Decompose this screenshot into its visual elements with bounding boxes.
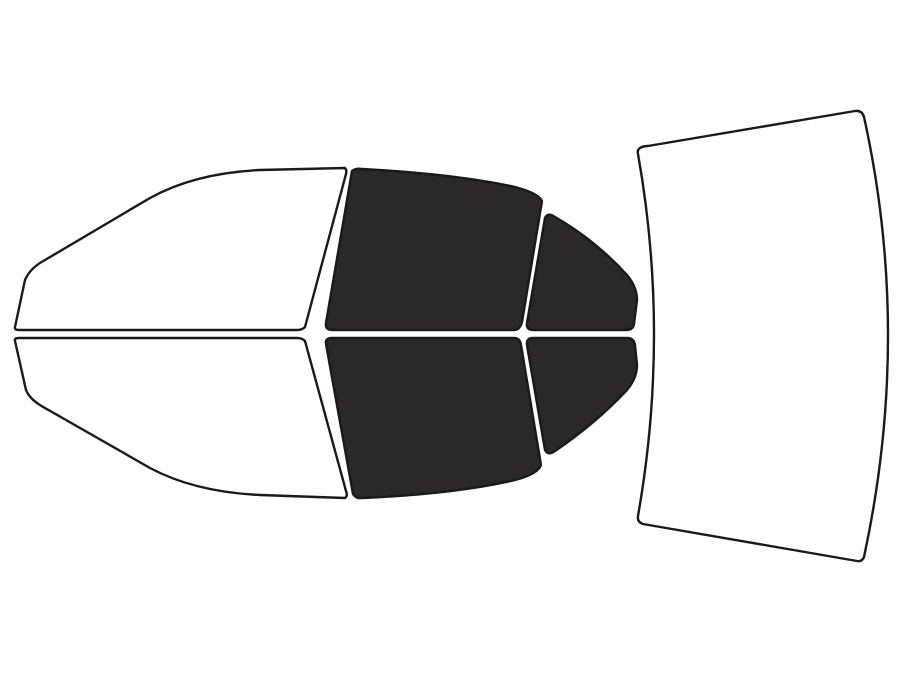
- rear-door-window-top: [324, 167, 544, 332]
- rear-door-window-bottom: [324, 336, 543, 500]
- rear-quarter-window-top: [525, 213, 639, 332]
- rear-windshield: [636, 109, 890, 563]
- rear-quarter-window-bottom: [525, 336, 639, 455]
- front-door-window-bottom: [13, 336, 348, 500]
- front-door-window-top: [13, 166, 348, 332]
